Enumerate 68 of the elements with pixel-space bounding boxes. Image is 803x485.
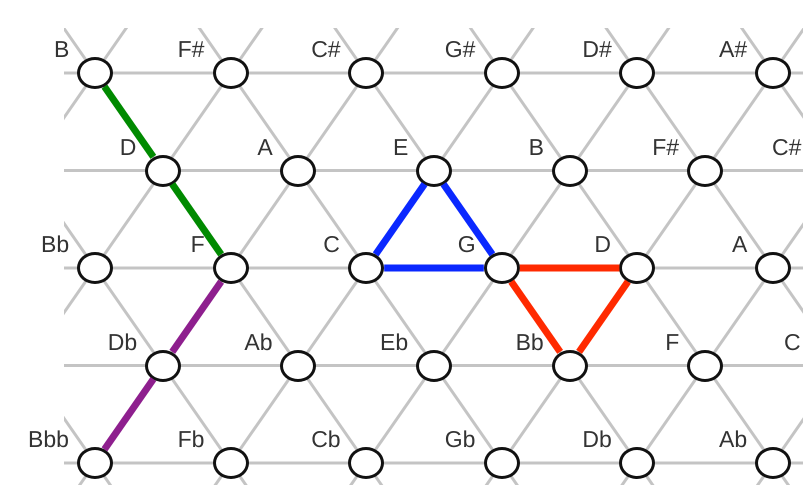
node-circle — [348, 252, 384, 284]
node-circle — [552, 350, 588, 382]
note-label: D — [594, 232, 612, 256]
note-label: C# — [772, 134, 802, 158]
note-label: F — [665, 330, 680, 354]
note-label: Bbb — [28, 427, 69, 451]
node-circle — [619, 57, 656, 89]
note-label: Db — [108, 330, 138, 354]
note-label: C — [323, 232, 340, 256]
connector-line — [169, 182, 224, 256]
node-circle — [552, 154, 588, 186]
node-circle — [348, 447, 384, 479]
note-label: Ab — [719, 427, 748, 451]
node-circle — [484, 447, 520, 479]
node-circle — [212, 447, 249, 479]
note-label: B — [528, 134, 544, 158]
connector-line — [440, 182, 496, 256]
connector-line — [169, 280, 224, 354]
node-circle — [484, 252, 520, 284]
note-label: G# — [444, 37, 476, 61]
node-circle — [484, 57, 520, 89]
note-label: A — [257, 134, 273, 158]
note-label: Bb — [516, 330, 544, 354]
note-label: A — [732, 232, 748, 256]
node-circle — [416, 154, 452, 186]
node-circle — [416, 350, 452, 382]
node-circle — [280, 154, 316, 186]
connector-line — [576, 280, 631, 354]
node-circle — [755, 252, 791, 284]
note-label: Db — [582, 427, 612, 451]
node-circle — [619, 252, 656, 284]
note-label: Gb — [444, 427, 476, 451]
node-circle — [144, 350, 181, 382]
note-label: Eb — [380, 330, 408, 354]
note-label: Fb — [178, 427, 204, 451]
note-label: C# — [311, 37, 341, 61]
node-circle — [755, 57, 791, 89]
node-circle — [77, 57, 113, 89]
note-label: B — [54, 37, 70, 61]
connector-line — [102, 377, 156, 452]
note-label: G — [458, 232, 476, 256]
note-label: Cb — [311, 427, 341, 451]
note-label: D — [120, 134, 136, 158]
connector-line — [384, 264, 484, 272]
node-circle — [144, 154, 181, 186]
node-circle — [348, 57, 384, 89]
node-circle — [77, 252, 113, 284]
note-label: F# — [178, 37, 204, 61]
note-label: C — [784, 330, 801, 354]
node-circle — [212, 57, 249, 89]
note-label: F# — [652, 134, 680, 158]
node-circle — [619, 447, 656, 479]
node-circle — [687, 350, 724, 382]
node-circle — [212, 252, 249, 284]
note-label: Ab — [244, 330, 273, 354]
connector-line — [102, 84, 156, 159]
node-circle — [280, 350, 316, 382]
note-label: D# — [582, 37, 612, 61]
note-label: A# — [719, 37, 748, 61]
node-circle — [77, 447, 113, 479]
connector-line — [372, 182, 428, 256]
note-label: Bb — [41, 232, 70, 256]
note-label: E — [393, 134, 408, 158]
note-label: F — [190, 232, 205, 256]
connector-line — [520, 264, 620, 272]
connector-line — [508, 280, 564, 354]
node-circle — [755, 447, 791, 479]
node-circle — [687, 154, 724, 186]
